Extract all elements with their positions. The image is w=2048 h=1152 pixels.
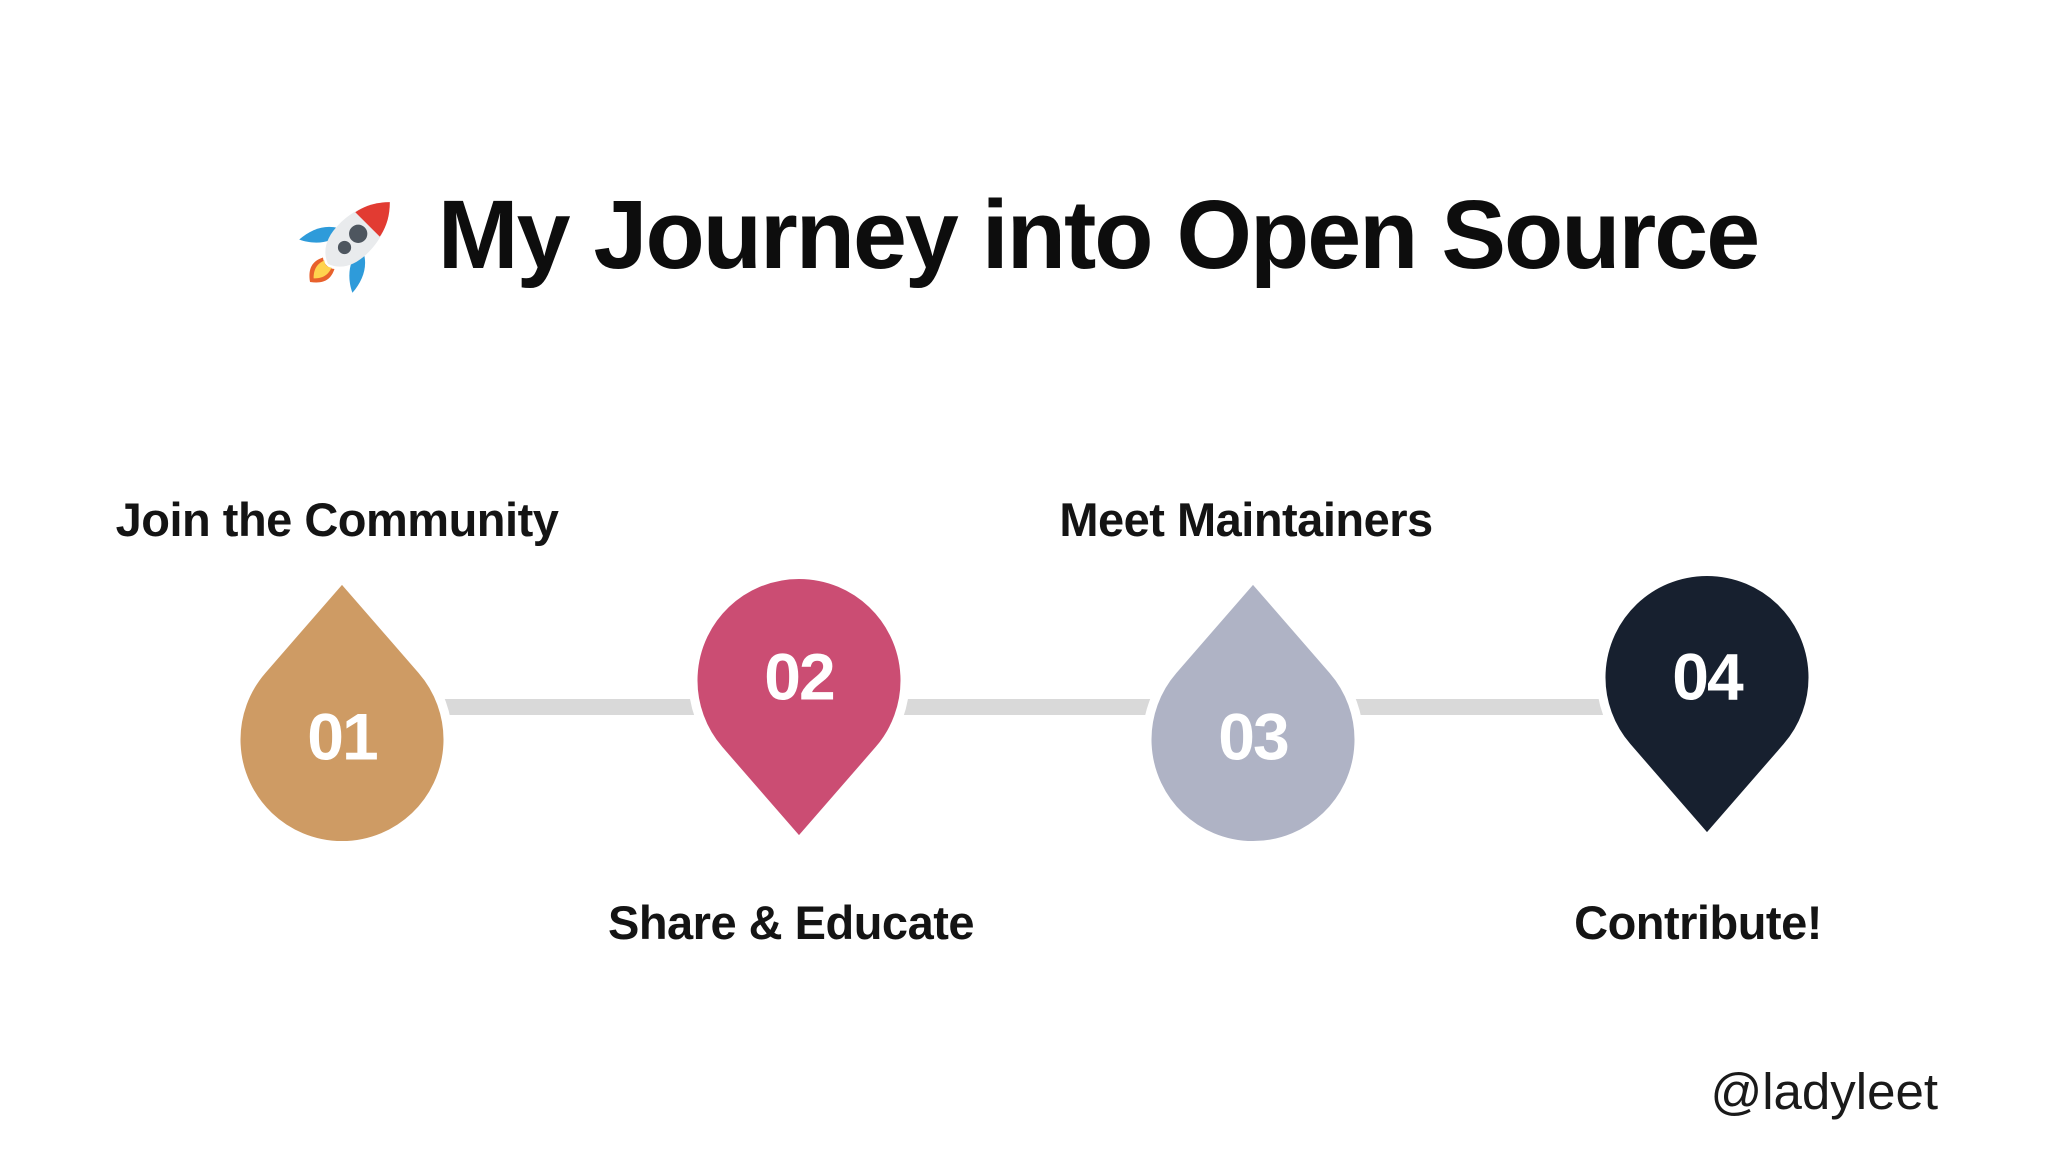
timeline-pin-1 — [231, 571, 453, 850]
timeline-pin-3 — [1142, 571, 1364, 850]
step-number-4: 04 — [1672, 639, 1743, 714]
step-label-4: Contribute! — [1574, 896, 1822, 949]
step-label-1: Join the Community — [115, 493, 559, 546]
step-label-3: Meet Maintainers — [1059, 493, 1433, 546]
step-label-2: Share & Educate — [607, 896, 975, 949]
step-number-1: 01 — [307, 699, 378, 774]
timeline-pin-2 — [688, 570, 910, 849]
slide-title: My Journey into Open Source — [437, 180, 1760, 289]
rocket-icon — [299, 202, 390, 293]
timeline-pin-4 — [1596, 567, 1818, 846]
step-number-3: 03 — [1218, 699, 1289, 774]
step-number-2: 02 — [764, 639, 835, 714]
timeline-connector — [342, 699, 1707, 715]
author-handle: @ladyleet — [1710, 1063, 1938, 1120]
slide-header: My Journey into Open Source — [0, 160, 2048, 310]
